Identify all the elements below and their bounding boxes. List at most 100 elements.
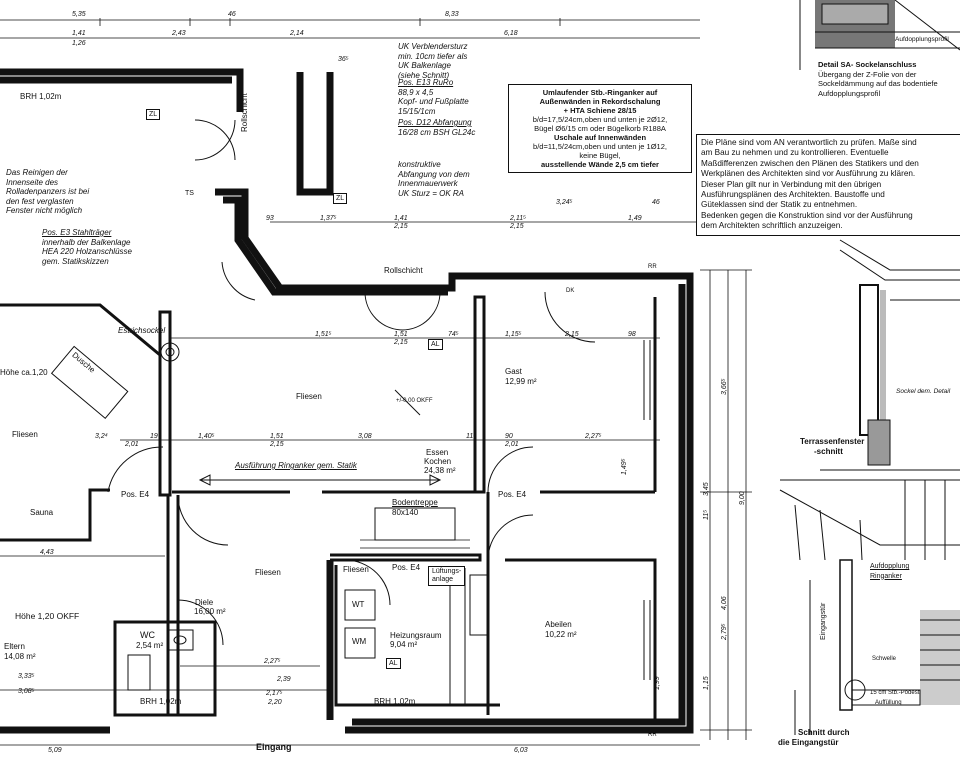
room-label-diele: Diele <box>195 598 214 607</box>
dim-row3-1: 2,01 <box>125 441 139 448</box>
dim-top-5: 2,43 <box>172 30 186 37</box>
dim-row3-5: 2,15 <box>270 441 284 448</box>
dim-right-0: 3,45 <box>703 482 710 496</box>
dim-right-4: 2,79⁵ <box>721 623 728 640</box>
label-eingangstuer: Eingangstür <box>820 602 827 640</box>
dim-bottom-8: 4,43 <box>40 549 54 556</box>
dim-right-5: 11⁵ <box>703 509 710 520</box>
tag-wm: WM <box>352 637 367 646</box>
dim-right-6: 1,49⁵ <box>621 458 628 475</box>
room-label-kochen: Kochen <box>424 457 452 466</box>
label-ausfuehrung-ringanker: Ausführung Ringanker gem. Statik <box>235 461 357 470</box>
dim-row3-8: 90 <box>505 433 513 440</box>
label-rollschicht-top: Rollschicht <box>240 93 249 132</box>
note-terrassen: Terrassenfenster-schnitt <box>800 437 865 456</box>
dim-mid-13: 98 <box>628 331 636 338</box>
label-aufdopplungsprofil: Aufdopplungsprofil <box>895 36 949 43</box>
dim-bottom-6: 3,33⁵ <box>18 673 35 680</box>
ringanker-spec-box: Umlaufender Stb.-Ringanker auf Außenwänd… <box>508 84 692 173</box>
label-auffuellung: Auffüllung <box>875 700 902 706</box>
tag-al-hz: AL <box>386 658 401 669</box>
dim-row3-2: 19 <box>150 433 158 440</box>
dim-right-3: 4,06 <box>721 596 728 610</box>
label-brh-wc: BRH 1,02m <box>140 697 182 706</box>
dim-mid-2: 1,41 <box>394 215 408 222</box>
dim-bottom-4: 2,39 <box>277 676 291 683</box>
dim-row3-7: 11⁵ <box>466 433 477 440</box>
room-label-heizungsraum: Heizungsraum <box>390 631 442 640</box>
label-okff: +/-0,00 OKFF <box>396 398 433 404</box>
room-label-wc: WC <box>140 630 155 640</box>
tag-zl-top: ZL <box>146 109 161 120</box>
label-hoehe-120: Höhe 1,20 OKFF <box>15 611 80 621</box>
door-swings <box>107 119 596 646</box>
label-rollschicht-mid: Rollschicht <box>384 266 423 275</box>
room-label-abeilen: Abeilen <box>545 620 572 629</box>
room-label-essen: Essen <box>426 448 449 457</box>
tag-dk-b: DK <box>566 288 575 294</box>
exterior-walls <box>0 68 694 734</box>
dim-right-1: 9,00 <box>739 491 746 505</box>
dim-top-6: 2,14 <box>290 30 304 37</box>
dim-top-4: 1,26 <box>72 40 86 47</box>
room-label-fliesen-main: Fliesen <box>296 392 322 401</box>
dim-top-0: 5,35 <box>72 11 86 18</box>
eingang-section-sketch <box>779 479 960 735</box>
dim-mid-6: 2,15 <box>510 223 524 230</box>
dim-top-8: 36⁵ <box>338 56 349 63</box>
tag-rr-top: RR <box>648 264 657 270</box>
room-area-diele: 16,00 m² <box>194 607 226 616</box>
dim-row3-3: 1,40⁵ <box>198 433 215 440</box>
dim-bottom-3: 2,17⁵ <box>266 690 283 697</box>
dim-mid-0: 93 <box>266 215 274 222</box>
label-schwelle: Schwelle <box>872 656 897 662</box>
detail-sa-sketch <box>799 0 960 70</box>
tag-pos-e4-c: Pos. E4 <box>392 563 421 572</box>
dim-row3-10: 2,27⁵ <box>585 433 602 440</box>
room-area-eltern: 14,08 m² <box>4 652 36 661</box>
room-area-heizungsraum: 9,04 m² <box>390 640 418 649</box>
dim-mid-10: 74⁵ <box>448 331 459 338</box>
tag-zl-mid: ZL <box>333 193 348 204</box>
dim-top-10: 46 <box>652 199 660 206</box>
dim-bottom-5: 2,20 <box>268 699 282 706</box>
dim-bottom-7: 3,08⁵ <box>18 688 35 695</box>
room-label-eltern: Eltern <box>4 642 25 651</box>
dim-mid-3: 2,15 <box>394 223 408 230</box>
dim-right-7: 1,15 <box>703 676 710 690</box>
dim-bottom-2: 2,27⁵ <box>264 658 281 665</box>
room-label-fliesen-diele: Fliesen <box>255 568 281 577</box>
tag-ts: TS <box>185 190 194 197</box>
disclaimer-box: Die Pläne sind vom AN verantwortlich zu … <box>696 134 960 236</box>
dim-row3-0: 3,2⁴ <box>95 433 108 440</box>
dim-mid-5: 1,49 <box>628 215 642 222</box>
tag-dk-a: DK <box>392 288 401 294</box>
dim-mid-9: 2,15 <box>394 339 408 346</box>
dim-top-7: 6,18 <box>504 30 518 37</box>
label-stb-podest: 15 cm Stb.-Podest <box>870 690 920 696</box>
room-label-eingang: Eingang <box>256 742 292 752</box>
dim-top-3: 1,41 <box>72 30 86 37</box>
dim-mid-4: 2,11⁵ <box>510 215 527 222</box>
dim-bottom-1: 6,03 <box>514 747 528 754</box>
dim-mid-8: 1,51 <box>394 331 408 338</box>
tag-pos-e4-a: Pos. E4 <box>121 490 150 499</box>
room-area-gast: 12,99 m² <box>505 377 537 386</box>
room-label-fliesen-hz: Fliesen <box>343 565 369 574</box>
label-hoehe-120b: Höhe ca.1,20 <box>0 368 48 377</box>
dim-bottom-0: 5,09 <box>48 747 62 754</box>
dim-right-8: 1,99 <box>654 676 661 690</box>
tag-rr-bottom: RR <box>648 732 657 738</box>
room-area-abeilen: 10,22 m² <box>545 630 577 639</box>
interior-walls <box>0 295 657 725</box>
